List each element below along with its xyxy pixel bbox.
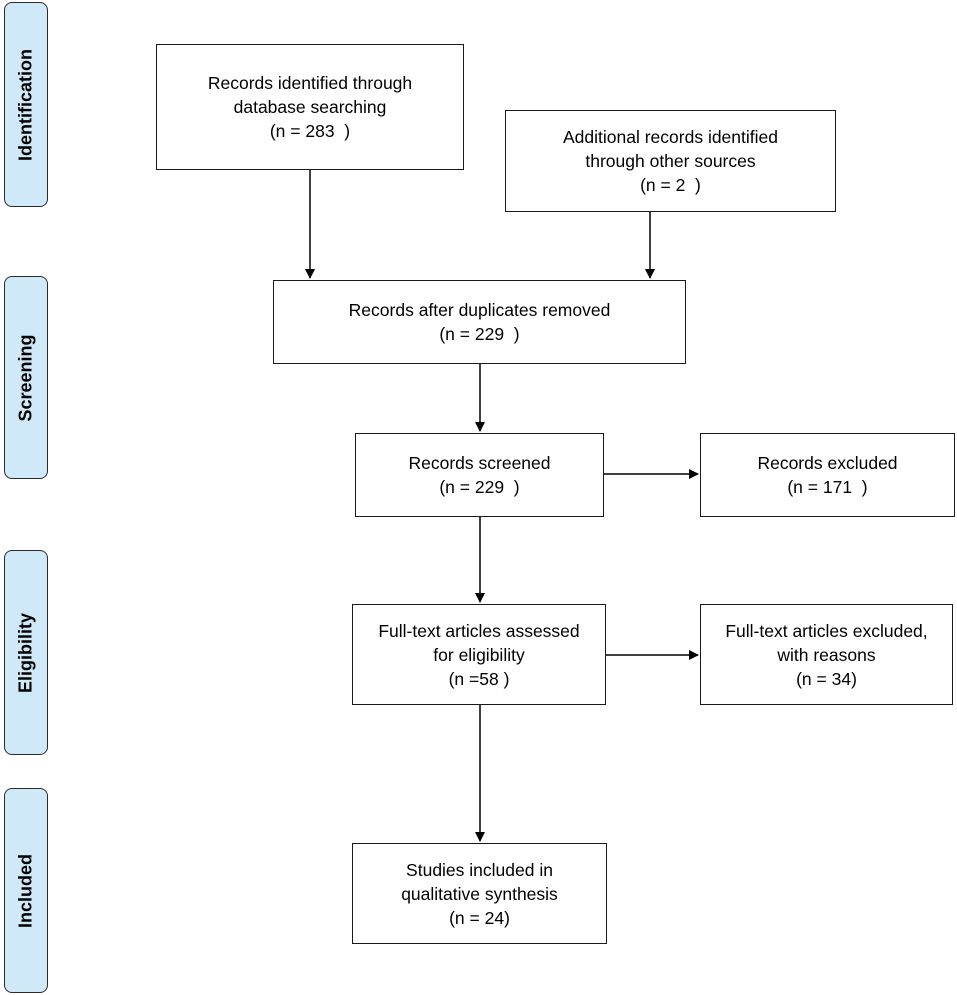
box-fulltext-excluded: Full-text articles excluded, with reason… — [700, 604, 953, 705]
phase-included: Included — [4, 788, 48, 993]
box-included-studies-count: (n = 24) — [449, 907, 510, 928]
box-records-screened-line1: Records screened — [408, 453, 551, 473]
box-other-sources: Additional records identified through ot… — [505, 110, 836, 212]
phase-identification: Identification — [4, 2, 48, 207]
box-fulltext-excluded-count: (n = 34) — [796, 668, 857, 689]
box-included-studies: Studies included in qualitative synthesi… — [352, 843, 607, 944]
box-fulltext-assessed-count: (n =58 ) — [448, 668, 510, 689]
box-other-sources-count: (n = 2 ) — [640, 175, 701, 195]
box-records-screened: Records screened (n = 229 ) — [355, 433, 604, 517]
box-duplicates-removed: Records after duplicates removed (n = 22… — [273, 280, 686, 364]
box-records-excluded: Records excluded (n = 171 ) — [700, 433, 955, 517]
box-database-search-line2: database searching — [233, 97, 387, 117]
phase-eligibility: Eligibility — [4, 550, 48, 755]
box-database-search-count: (n = 283 ) — [269, 121, 351, 141]
box-fulltext-assessed-line2: for eligibility — [433, 644, 525, 665]
box-fulltext-assessed-line1: Full-text articles assessed — [378, 620, 580, 641]
box-fulltext-excluded-line2: with reasons — [777, 644, 876, 665]
phase-screening: Screening — [4, 276, 48, 479]
box-duplicates-removed-count: (n = 229 ) — [439, 324, 520, 344]
box-records-screened-count: (n = 229 ) — [439, 477, 520, 497]
box-database-search: Records identified through database sear… — [156, 44, 464, 170]
box-duplicates-removed-line1: Records after duplicates removed — [348, 300, 611, 320]
box-included-studies-line2: qualitative synthesis — [401, 883, 558, 904]
box-fulltext-assessed: Full-text articles assessed for eligibil… — [352, 604, 606, 705]
box-records-excluded-line1: Records excluded — [757, 453, 898, 473]
box-included-studies-line1: Studies included in — [406, 859, 553, 880]
box-database-search-line1: Records identified through — [207, 73, 413, 93]
box-fulltext-excluded-line1: Full-text articles excluded, — [725, 620, 928, 641]
box-records-excluded-count: (n = 171 ) — [787, 477, 868, 497]
box-other-sources-line2: through other sources — [585, 151, 756, 171]
box-other-sources-line1: Additional records identified — [563, 127, 778, 147]
